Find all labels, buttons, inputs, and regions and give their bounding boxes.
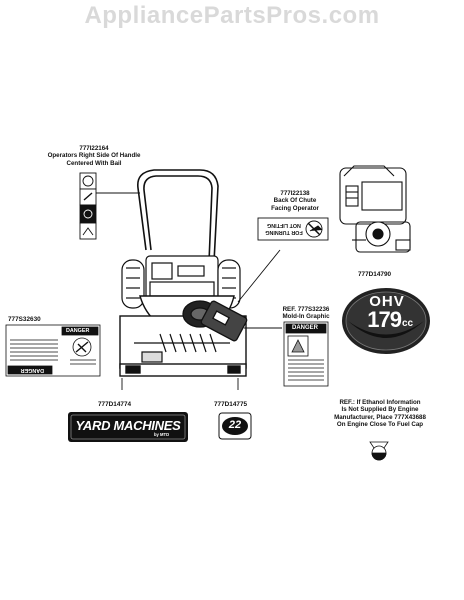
small-decal-number: 22	[228, 419, 242, 431]
molded-graphic-callout: REF. 777S32236 Mold-In Graphic	[272, 306, 340, 321]
handle-description-line-1: Operators Right Side Of Handle	[47, 152, 141, 160]
ethanol-reference-note: REF.: If Ethanol Information Is Not Supp…	[324, 399, 436, 429]
chute-warning-line-2: NOT LIFTING	[267, 222, 301, 228]
molded-danger-graphic	[283, 321, 329, 387]
brand-decal-part-number: 777D14774	[98, 401, 132, 408]
ohv-cc-unit: cc	[402, 318, 414, 329]
ohv-cc-number: 179	[367, 307, 402, 332]
ref-note-line-3: Manufacturer, Place 777X43688	[334, 413, 426, 421]
chute-warning-text: FOR TURNING NOT LIFTING	[260, 221, 308, 235]
chute-description-line-1: Back Of Chute	[273, 197, 317, 205]
left-danger-word-bottom: DANGER	[20, 366, 44, 373]
ref-note-line-1: REF.: If Ethanol Information	[339, 399, 421, 406]
brand-sub: by MTD	[154, 432, 170, 437]
handle-description-line-2: Centered With Bail	[66, 159, 122, 167]
discharge-chute	[182, 300, 248, 342]
small-decal	[218, 412, 252, 440]
chute-warning-decal	[257, 217, 329, 241]
handle-part-number: 777I22164	[79, 145, 109, 152]
left-danger-word-top: DANGER	[66, 327, 90, 334]
ethanol-seal	[369, 441, 389, 461]
snowblower-engine-housing	[145, 255, 219, 301]
brand-decal	[68, 412, 188, 442]
leader-lines	[96, 192, 282, 390]
molded-danger-word: DANGER	[292, 325, 319, 331]
left-decal-part-number: 777S32630	[8, 316, 41, 323]
chute-description-line-2: Facing Operator	[271, 204, 319, 212]
ohv-label: OHV	[369, 293, 405, 310]
snowblower-handle	[137, 169, 219, 263]
chute-part-number: 777I22138	[280, 190, 310, 197]
ref-note-line-2: Is Not Supplied By Engine	[341, 406, 419, 414]
molded-description: Mold-In Graphic	[282, 313, 330, 321]
ohv-badge	[342, 288, 430, 354]
engine-part-number: 777D14790	[358, 271, 392, 278]
chute-decal-callout: 777I22138 Back Of Chute Facing Operator	[250, 190, 340, 212]
left-danger-decal	[5, 324, 101, 377]
molded-part-number: REF. 777S32236	[282, 306, 330, 313]
brand-name: YARD MACHINES	[75, 418, 181, 433]
chute-warning-line-1: FOR TURNING	[265, 229, 303, 235]
auger	[134, 333, 230, 363]
watermark: AppliancePartsPros.com	[84, 2, 380, 29]
handle-decal-strip	[79, 172, 97, 240]
ref-note-line-4: On Engine Close To Fuel Cap	[336, 421, 424, 429]
handle-decal-callout: 777I22164 Operators Right Side Of Handle…	[44, 145, 144, 167]
engine-illustration	[339, 165, 411, 253]
small-decal-part-number: 777D14775	[214, 401, 248, 408]
